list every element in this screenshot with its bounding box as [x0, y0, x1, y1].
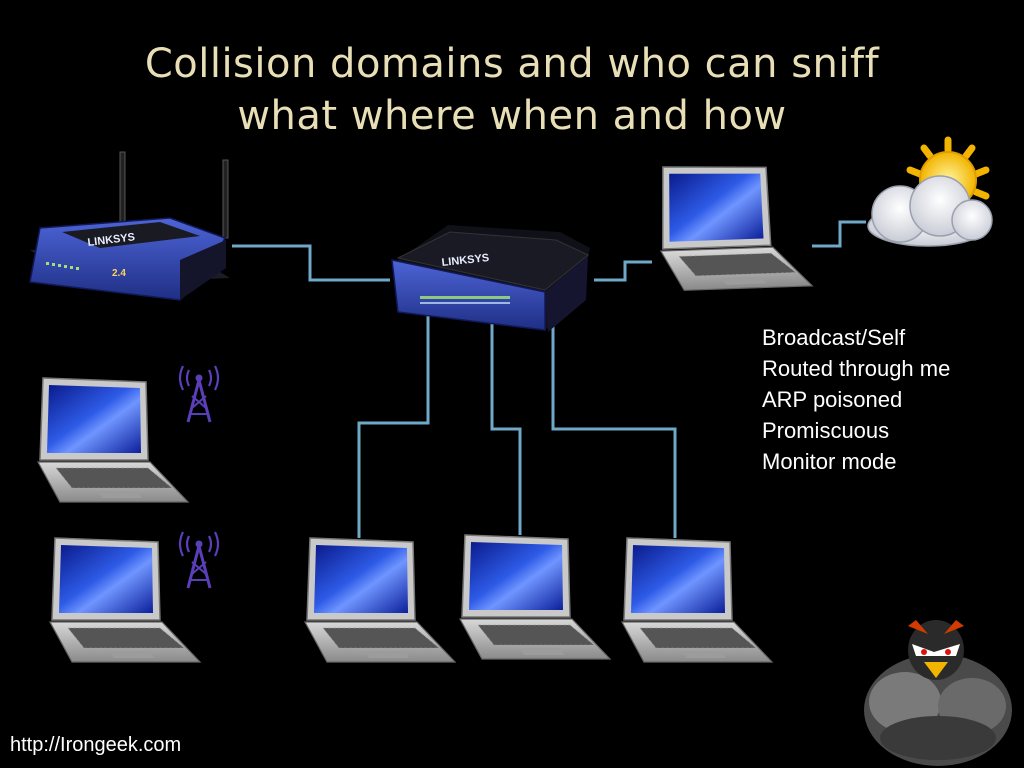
- title-line-1: Collision domains and who can sniff: [144, 41, 880, 87]
- irongeek-mascot-logo: [864, 620, 1012, 766]
- legend-item: Broadcast/Self: [762, 325, 906, 350]
- radio-tower-icon-2: [178, 530, 220, 590]
- router-badge: 2.4: [112, 268, 126, 279]
- slide-title: Collision domains and who can sniff what…: [0, 38, 1024, 142]
- sun-cloud-icon: [867, 136, 993, 247]
- legend-item: Monitor mode: [762, 449, 897, 474]
- laptop-wired-1: [304, 537, 456, 663]
- cable-router-switch: [232, 244, 390, 282]
- legend-item: ARP poisoned: [762, 387, 903, 412]
- laptop-top-right: [657, 161, 813, 292]
- router-leds: [46, 262, 79, 270]
- footer-link[interactable]: http://Irongeek.com: [10, 734, 182, 756]
- laptop-wireless-2: [49, 537, 201, 663]
- title-line-2: what where when and how: [237, 93, 787, 139]
- cable-switch-laptop-3: [551, 325, 677, 538]
- wireless-router: LINKSYS 2.4: [29, 151, 230, 301]
- radio-tower-icon-1: [178, 364, 220, 424]
- switch-ports: [420, 296, 510, 304]
- cable-laptop-cloud: [812, 220, 866, 248]
- cloud-icon: [867, 175, 993, 247]
- cables: [232, 220, 866, 538]
- cable-switch-laptop-2: [490, 322, 522, 535]
- network-switch: LINKSYS: [391, 225, 590, 332]
- legend-item: Promiscuous: [762, 418, 890, 443]
- laptop-wired-2: [459, 534, 611, 660]
- cable-switch-laptop-1: [357, 308, 430, 538]
- router-brand: LINKSYS: [87, 231, 136, 249]
- cable-switch-laptop-top: [594, 260, 652, 282]
- laptop-wireless-1: [37, 377, 189, 503]
- laptop-wired-3: [621, 537, 773, 663]
- legend-item: Routed through me: [762, 356, 951, 381]
- switch-brand: LINKSYS: [441, 252, 490, 269]
- sniffing-legend: Broadcast/Self Routed through me ARP poi…: [762, 322, 950, 477]
